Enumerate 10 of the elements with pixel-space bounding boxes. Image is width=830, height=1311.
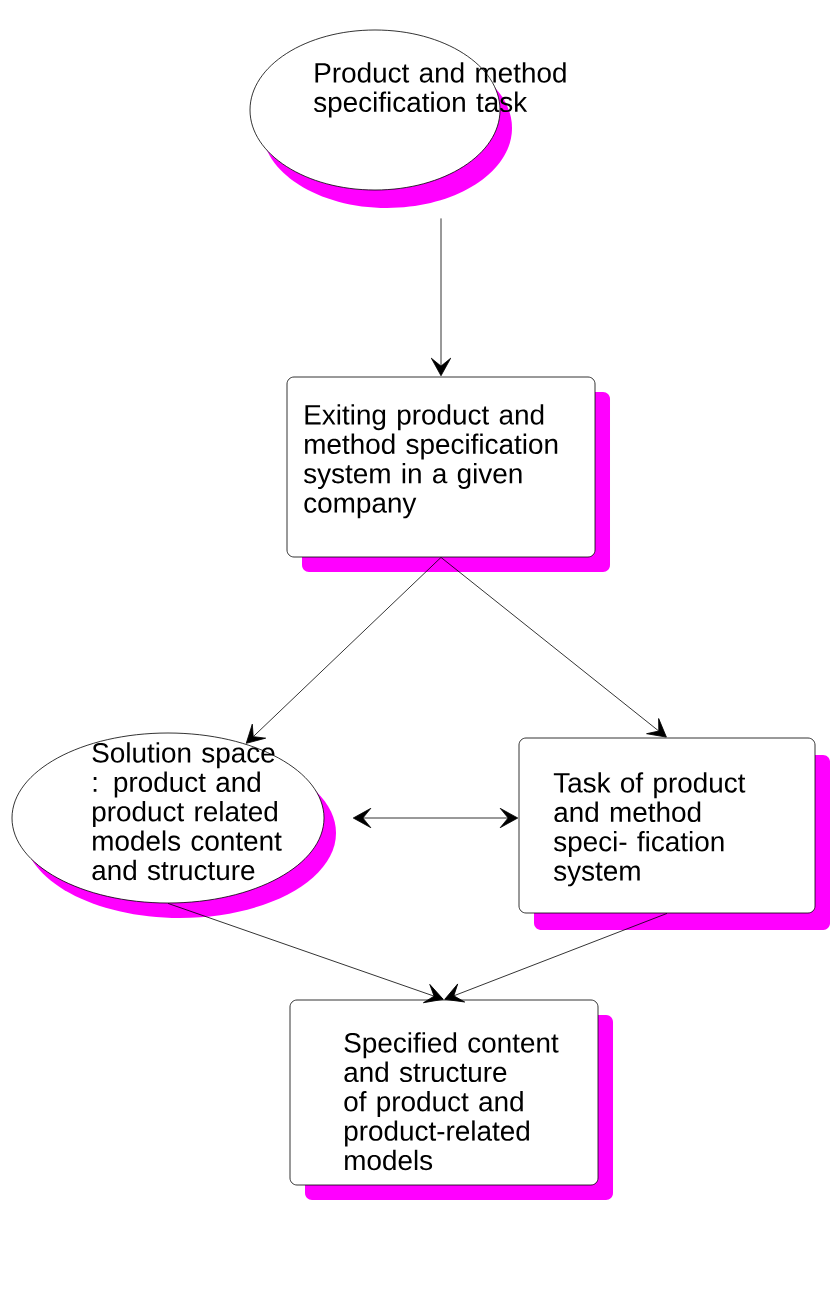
- arrow: [444, 913, 668, 1003]
- arrow: [167, 903, 444, 1004]
- process-box: Exiting product and method specification system in a given company: [286, 376, 610, 572]
- process-box: Task of product and method speci- fication system: [518, 737, 830, 930]
- arrow: [440, 557, 667, 738]
- arrow: [430, 218, 452, 377]
- process-box: Specified content and structure of product and product-related models: [289, 999, 613, 1200]
- arrow: [245, 557, 442, 744]
- ellipse-node: Solution space : product and product related models content and structure: [11, 732, 336, 918]
- arrow: [352, 807, 519, 829]
